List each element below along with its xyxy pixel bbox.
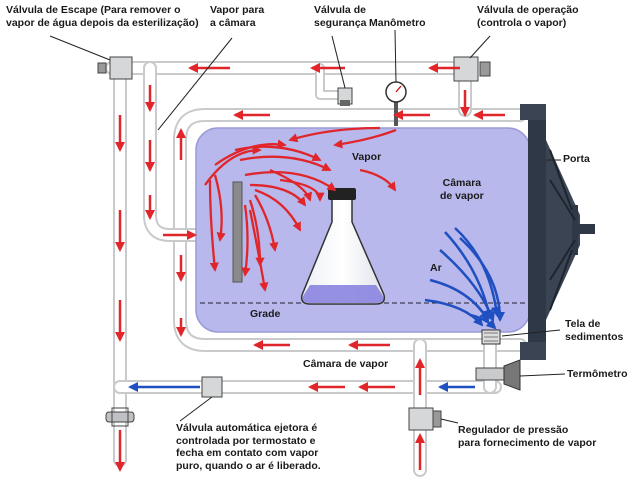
ejector-valve [201, 376, 223, 398]
steam-label: Vapor [352, 151, 382, 163]
steam-arrows-chamber [204, 126, 397, 292]
operating-valve-label: Válvula de operação (controla o vapor) [477, 4, 579, 29]
pressure-regulator-label: Regulador de pressão para fornecimento d… [458, 424, 597, 449]
sediment-screen [481, 329, 501, 345]
door-label: Porta [563, 153, 590, 165]
ejector-valve-label: Válvula automática ejetora é controlada … [176, 422, 321, 472]
leader-lines [49, 29, 566, 424]
steam-to-chamber-label: Vapor para a câmara [210, 4, 265, 29]
jacket-chamber-label: Câmara de vapor [303, 358, 389, 370]
escape-valve-label: Válvula de Escape (Para remover o vapor … [6, 4, 199, 29]
pressure-regulator [408, 407, 442, 431]
pressure-gauge-label: Manômetro [369, 17, 426, 29]
rack-shelf [232, 181, 243, 283]
air-label: Ar [430, 262, 442, 274]
escape-valve [97, 56, 133, 80]
safety-valve [337, 87, 353, 106]
safety-valve-label: Válvula de segurança [314, 4, 367, 29]
drain-coupling [105, 407, 135, 427]
sediment-screen-label: Tela de sedimentos [565, 318, 624, 343]
thermometer-label: Termômetro [567, 368, 628, 380]
steam-chamber-label: Câmara de vapor [440, 177, 484, 202]
air-arrows [128, 227, 505, 392]
rack-label: Grade [250, 308, 281, 320]
thermometer [475, 359, 521, 391]
door [520, 104, 595, 360]
